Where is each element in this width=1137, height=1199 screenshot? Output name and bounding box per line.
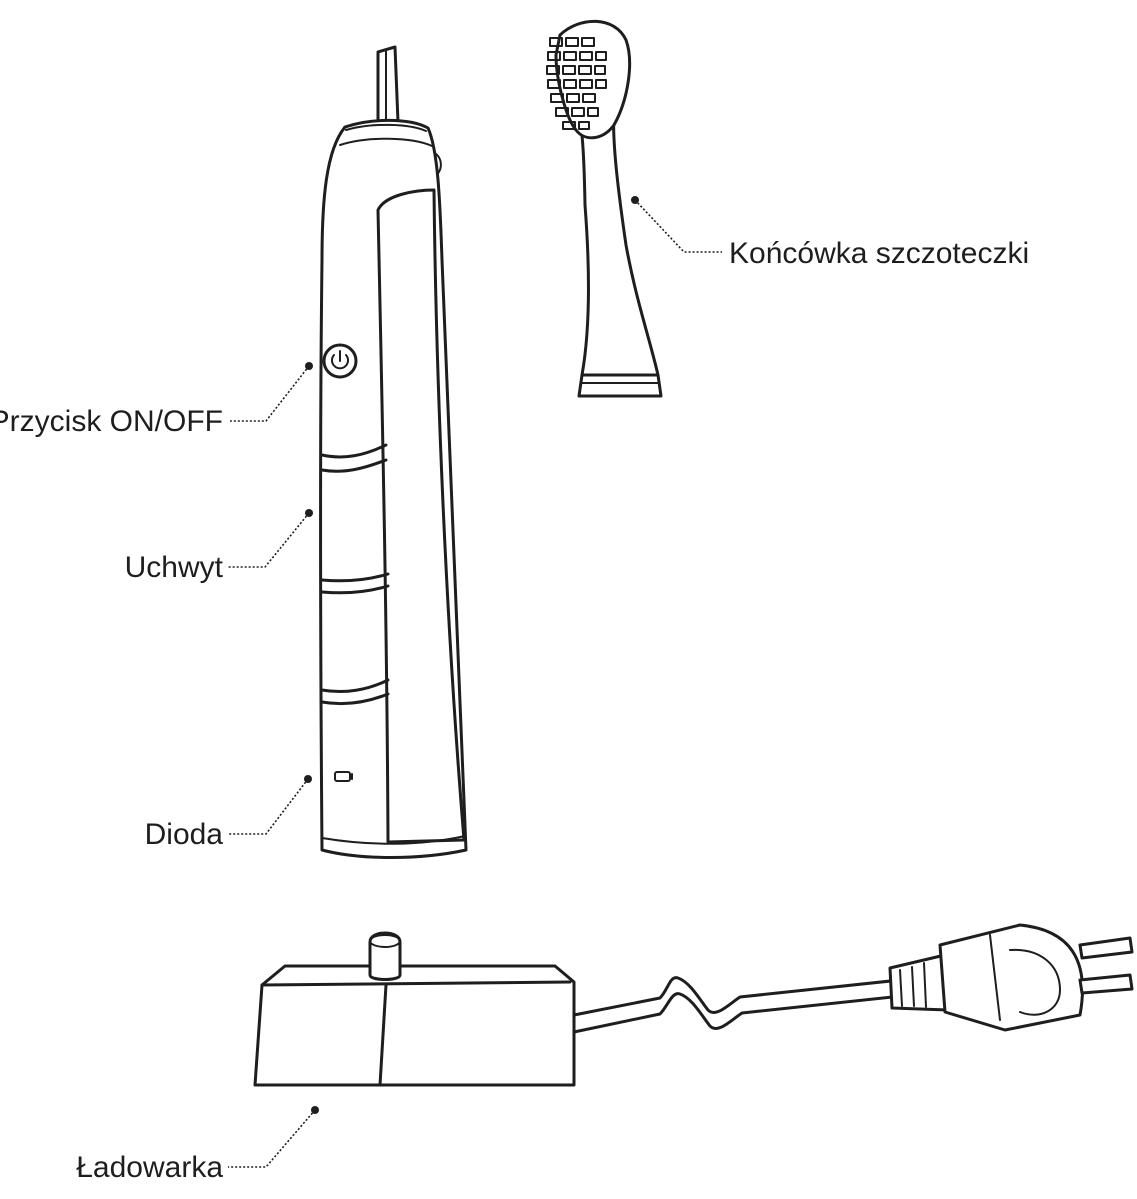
leaders (228, 196, 722, 1168)
label-brush-head: Końcówka szczoteczki (729, 237, 1029, 270)
led-graphic (334, 771, 353, 782)
brush-head (546, 19, 663, 398)
bristles (546, 37, 607, 130)
label-power-button: Przycisk ON/OFF (0, 405, 223, 438)
power-button-graphic (322, 343, 358, 379)
handle-body (319, 45, 468, 859)
label-led: Dioda (145, 818, 224, 851)
label-handle: Uchwyt (125, 551, 224, 584)
charger-base (253, 923, 1134, 1087)
label-charger: Ładowarka (76, 1151, 223, 1184)
